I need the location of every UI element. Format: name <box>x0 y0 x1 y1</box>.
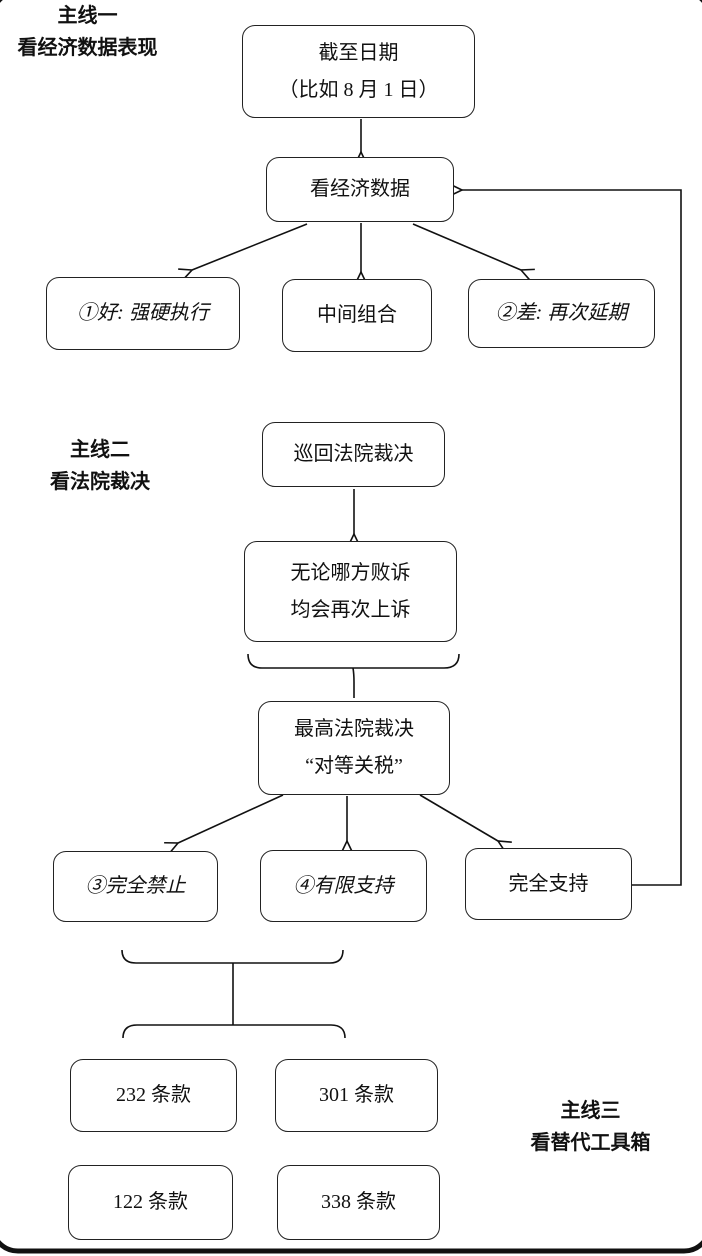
label-mainline-3-line2: 看替代工具箱 <box>530 1132 651 1154</box>
arrow-econ-to-good <box>178 223 308 281</box>
brace-ban-limited-group <box>121 949 344 964</box>
node-middle-combo: 中间组合 <box>282 279 432 352</box>
node-section-301: 301 条款 <box>275 1059 438 1132</box>
node-supreme-court: 最高法院裁决 “对等关税” <box>258 701 450 795</box>
node-limited-support-label: ④有限支持 <box>293 874 394 897</box>
node-bad-delay-again: ②差: 再次延期 <box>468 279 655 348</box>
node-deadline: 截至日期 （比如 8 月 1 日） <box>242 25 475 118</box>
node-econ-data-label: 看经济数据 <box>310 178 410 200</box>
node-good-tough-enforce: ①好: 强硬执行 <box>46 277 240 350</box>
node-appeal-line1: 无论哪方败诉 <box>290 561 411 584</box>
label-mainline-3: 主线三 看替代工具箱 <box>503 1095 678 1159</box>
brace-appeal-stem <box>352 667 355 698</box>
node-circuit-label: 巡回法院裁决 <box>293 443 414 465</box>
node-full-ban: ③完全禁止 <box>53 851 218 922</box>
node-appeal-either-side: 无论哪方败诉 均会再次上诉 <box>244 541 457 642</box>
node-limited-support: ④有限支持 <box>260 850 427 922</box>
label-mainline-1-line1: 主线一 <box>57 5 118 27</box>
node-bad-label: ②差: 再次延期 <box>495 302 628 324</box>
label-mainline-2-line1: 主线二 <box>70 439 130 461</box>
node-deadline-line1: 截至日期 <box>318 41 399 64</box>
label-mainline-2-line2: 看法院裁决 <box>50 471 150 493</box>
label-mainline-2: 主线二 看法院裁决 <box>25 434 175 498</box>
feedback-full-to-econ <box>449 183 682 886</box>
node-deadline-line2: （比如 8 月 1 日） <box>278 78 439 101</box>
node-middle-label: 中间组合 <box>317 304 397 326</box>
node-full-support-label: 完全支持 <box>508 872 589 895</box>
node-appeal-line2: 均会再次上诉 <box>290 598 411 621</box>
label-mainline-1-line2: 看经济数据表现 <box>17 37 158 59</box>
node-full-ban-label: ③完全禁止 <box>85 875 186 897</box>
node-section-232: 232 条款 <box>70 1059 237 1132</box>
node-supreme-line2: “对等关税” <box>305 755 403 777</box>
node-section-301-label: 301 条款 <box>319 1084 394 1106</box>
brace-appeal-group <box>247 653 460 669</box>
arrow-scotus-to-ban <box>164 794 284 855</box>
label-mainline-1: 主线一 看经济数据表现 <box>0 0 175 64</box>
arrow-econ-to-bad <box>412 223 535 281</box>
label-mainline-3-line1: 主线三 <box>560 1100 621 1122</box>
node-full-support: 完全支持 <box>465 848 632 920</box>
node-section-122-label: 122 条款 <box>113 1191 188 1213</box>
node-section-122: 122 条款 <box>68 1165 233 1240</box>
arrow-scotus-to-full <box>419 794 512 853</box>
node-supreme-line1: 最高法院裁决 <box>294 718 414 740</box>
node-section-338: 338 条款 <box>277 1165 440 1240</box>
node-good-label: ①好: 强硬执行 <box>77 302 209 324</box>
brace-sections-group <box>122 1024 346 1039</box>
node-section-232-label: 232 条款 <box>116 1084 191 1106</box>
node-section-338-label: 338 条款 <box>321 1191 396 1213</box>
node-econ-data: 看经济数据 <box>266 157 454 222</box>
node-circuit-court: 巡回法院裁决 <box>262 422 445 487</box>
